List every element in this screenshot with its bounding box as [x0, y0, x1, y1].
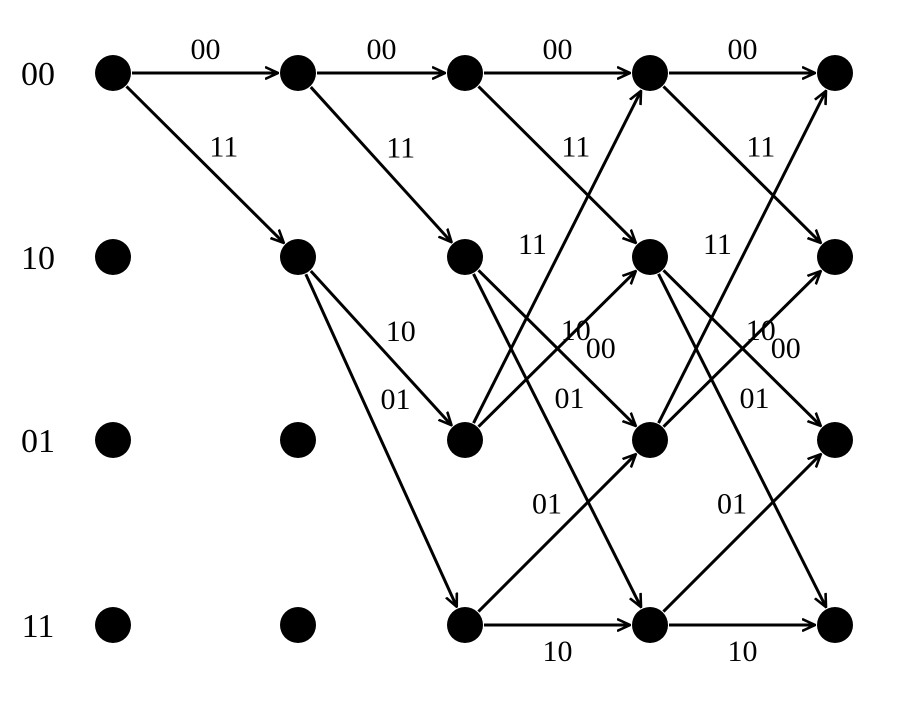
edge-11-to-01	[662, 455, 820, 613]
state-labels-layer: 00 10 01 11	[21, 56, 55, 645]
state-node-10	[447, 239, 483, 275]
edge-label: 11	[703, 228, 732, 261]
state-node-10	[817, 239, 853, 275]
edge-label: 11	[561, 131, 590, 164]
state-label-00: 00	[21, 56, 55, 93]
state-label-01: 01	[21, 423, 55, 460]
edge-label: 10	[543, 635, 573, 668]
state-node-10	[95, 239, 131, 275]
edge-label: 01	[380, 383, 410, 416]
edge-label: 00	[191, 33, 221, 66]
state-node-11	[632, 607, 668, 643]
edge-label: 11	[518, 228, 547, 261]
state-node-10	[632, 239, 668, 275]
edge-label: 10	[728, 635, 758, 668]
edge-01-to-00	[472, 92, 641, 424]
state-node-11	[447, 607, 483, 643]
edge-label: 00	[367, 33, 397, 66]
state-node-00	[632, 55, 668, 91]
state-node-11	[280, 607, 316, 643]
edges-layer	[125, 73, 826, 625]
state-node-01	[817, 422, 853, 458]
state-node-00	[447, 55, 483, 91]
state-label-10: 10	[21, 240, 55, 277]
state-node-00	[817, 55, 853, 91]
edge-label: 00	[771, 332, 801, 365]
state-node-11	[95, 607, 131, 643]
edge-label: 10	[746, 314, 776, 347]
state-node-01	[447, 422, 483, 458]
edge-label: 01	[532, 487, 562, 520]
edge-00-to-10	[309, 86, 451, 241]
edge-00-to-10	[662, 85, 820, 242]
edge-label: 10	[386, 315, 416, 348]
state-node-01	[95, 422, 131, 458]
edge-label: 11	[209, 131, 238, 164]
edge-label: 00	[543, 33, 573, 66]
state-label-11: 11	[22, 608, 55, 645]
state-node-00	[95, 55, 131, 91]
edge-01-to-10	[477, 272, 636, 428]
state-node-01	[632, 422, 668, 458]
state-node-00	[280, 55, 316, 91]
edge-11-to-01	[477, 455, 635, 613]
edge-10-to-11	[304, 273, 456, 606]
edge-label: 11	[746, 131, 775, 164]
edge-label: 01	[555, 382, 585, 415]
state-node-10	[280, 239, 316, 275]
edge-label: 11	[386, 132, 415, 165]
state-node-11	[817, 607, 853, 643]
edge-01-to-10	[662, 272, 821, 428]
edge-00-to-10	[477, 85, 635, 242]
edge-label: 01	[717, 487, 747, 520]
edge-10-to-01	[309, 270, 451, 424]
edge-01-to-00	[657, 92, 826, 424]
edge-10-to-11	[657, 273, 826, 606]
edge-label: 00	[728, 33, 758, 66]
edge-label: 01	[740, 382, 770, 415]
state-node-01	[280, 422, 316, 458]
edge-labels-layer: 0011001110010011100111000110001110011100…	[191, 33, 801, 668]
edge-10-to-11	[472, 273, 641, 606]
edge-label: 10	[561, 314, 591, 347]
edge-00-to-10	[125, 85, 283, 242]
nodes-layer	[95, 55, 853, 643]
edge-label: 00	[586, 332, 616, 365]
